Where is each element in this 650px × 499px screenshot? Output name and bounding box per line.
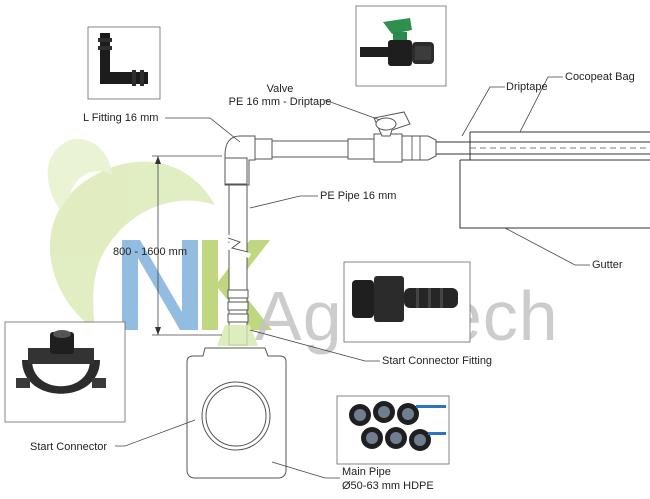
leader-driptape: [461, 86, 505, 137]
label-cocopeat-bag: Cocopeat Bag: [565, 71, 635, 83]
leader-valve: [324, 99, 381, 121]
saddle-clamp-icon: [4, 321, 126, 423]
label-start-connector: Start Connector: [30, 441, 107, 453]
watermark-n-letter: [122, 240, 198, 330]
hdpe-pipes-icon: [336, 395, 450, 465]
label-driptape: Driptape: [506, 81, 548, 93]
driptape-line: [436, 141, 650, 155]
label-start-connector-fitting: Start Connector Fitting: [382, 355, 492, 367]
pe-pipe-horizontal: [239, 138, 379, 160]
leader-pe-pipe: [249, 195, 318, 209]
watermark-leaf-icon: [47, 139, 215, 330]
label-l-fitting: L Fitting 16 mm: [83, 112, 158, 124]
connector-fitting-icon: [343, 261, 471, 343]
label-pe-pipe: PE Pipe 16 mm: [320, 190, 396, 202]
l-fitting-elbow: [224, 135, 256, 186]
label-valve-spec: PE 16 mm - Driptape: [229, 96, 332, 108]
leader-gutter: [504, 227, 590, 266]
label-height-range: 800 - 1600 mm: [113, 246, 187, 258]
leader-l-fitting: [165, 117, 241, 143]
leader-start-connector-fitting: [249, 329, 380, 362]
leader-start-connector: [115, 419, 196, 447]
label-main-pipe: Main Pipe: [342, 466, 391, 478]
leader-cocopeat-bag: [519, 76, 563, 133]
valve-icon: [355, 5, 447, 87]
gutter: [459, 159, 650, 229]
start-connector-body: [186, 347, 287, 479]
label-valve: Valve: [267, 83, 294, 95]
height-dimension: [152, 155, 222, 336]
pe-pipe-vertical: [217, 149, 251, 346]
watermark-leaf-overlay: [217, 325, 258, 346]
cocopeat-bag: [469, 131, 650, 160]
label-main-pipe-spec: Ø50-63 mm HDPE: [342, 480, 434, 492]
l-fitting-icon: [87, 26, 161, 100]
leader-main-pipe: [271, 461, 340, 479]
label-gutter: Gutter: [592, 259, 623, 271]
valve-body: [373, 111, 437, 163]
